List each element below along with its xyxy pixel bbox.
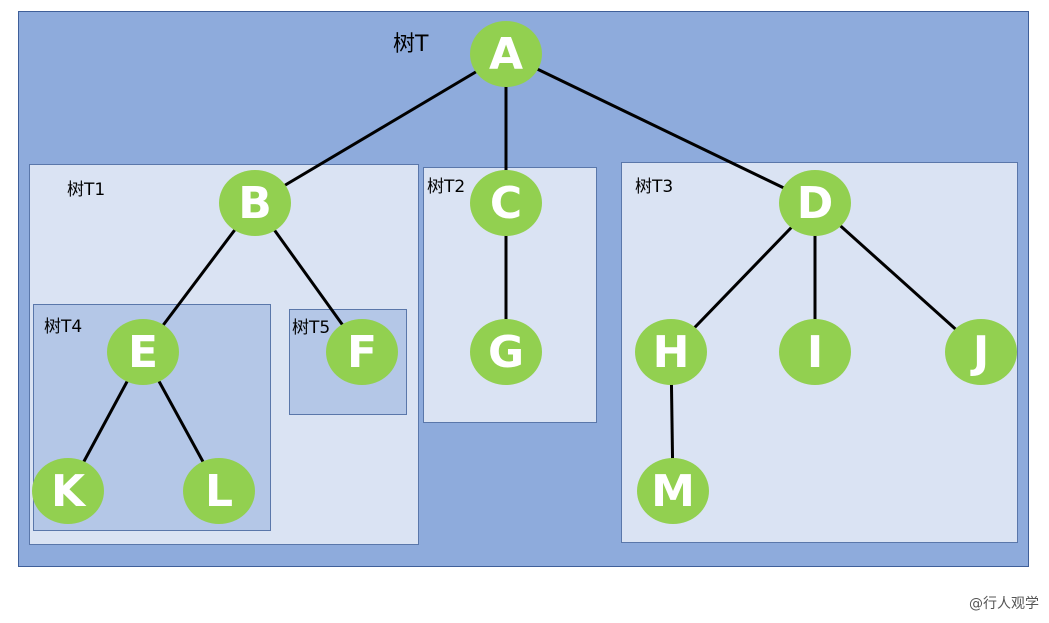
label-tree-t5: 树T5 [292, 318, 331, 338]
node-j: J [945, 319, 1017, 385]
node-f: F [326, 319, 398, 385]
node-a: A [470, 21, 542, 87]
node-i: I [779, 319, 851, 385]
label-tree-t3: 树T3 [635, 177, 674, 197]
node-h: H [635, 319, 707, 385]
watermark: @行人观学 [969, 596, 1039, 612]
edge-a-b [254, 52, 507, 205]
label-tree-t2: 树T2 [427, 177, 466, 197]
edge-a-d [505, 52, 816, 205]
node-k: K [32, 458, 104, 524]
label-tree-t4: 树T4 [44, 317, 83, 337]
node-b: B [219, 170, 291, 236]
node-m: M [637, 458, 709, 524]
label-tree-t: 树T [393, 32, 429, 57]
edge-d-j [813, 201, 983, 354]
node-c: C [470, 170, 542, 236]
node-l: L [183, 458, 255, 524]
node-d: D [779, 170, 851, 236]
node-e: E [107, 319, 179, 385]
node-g: G [470, 319, 542, 385]
label-tree-t1: 树T1 [67, 180, 106, 200]
